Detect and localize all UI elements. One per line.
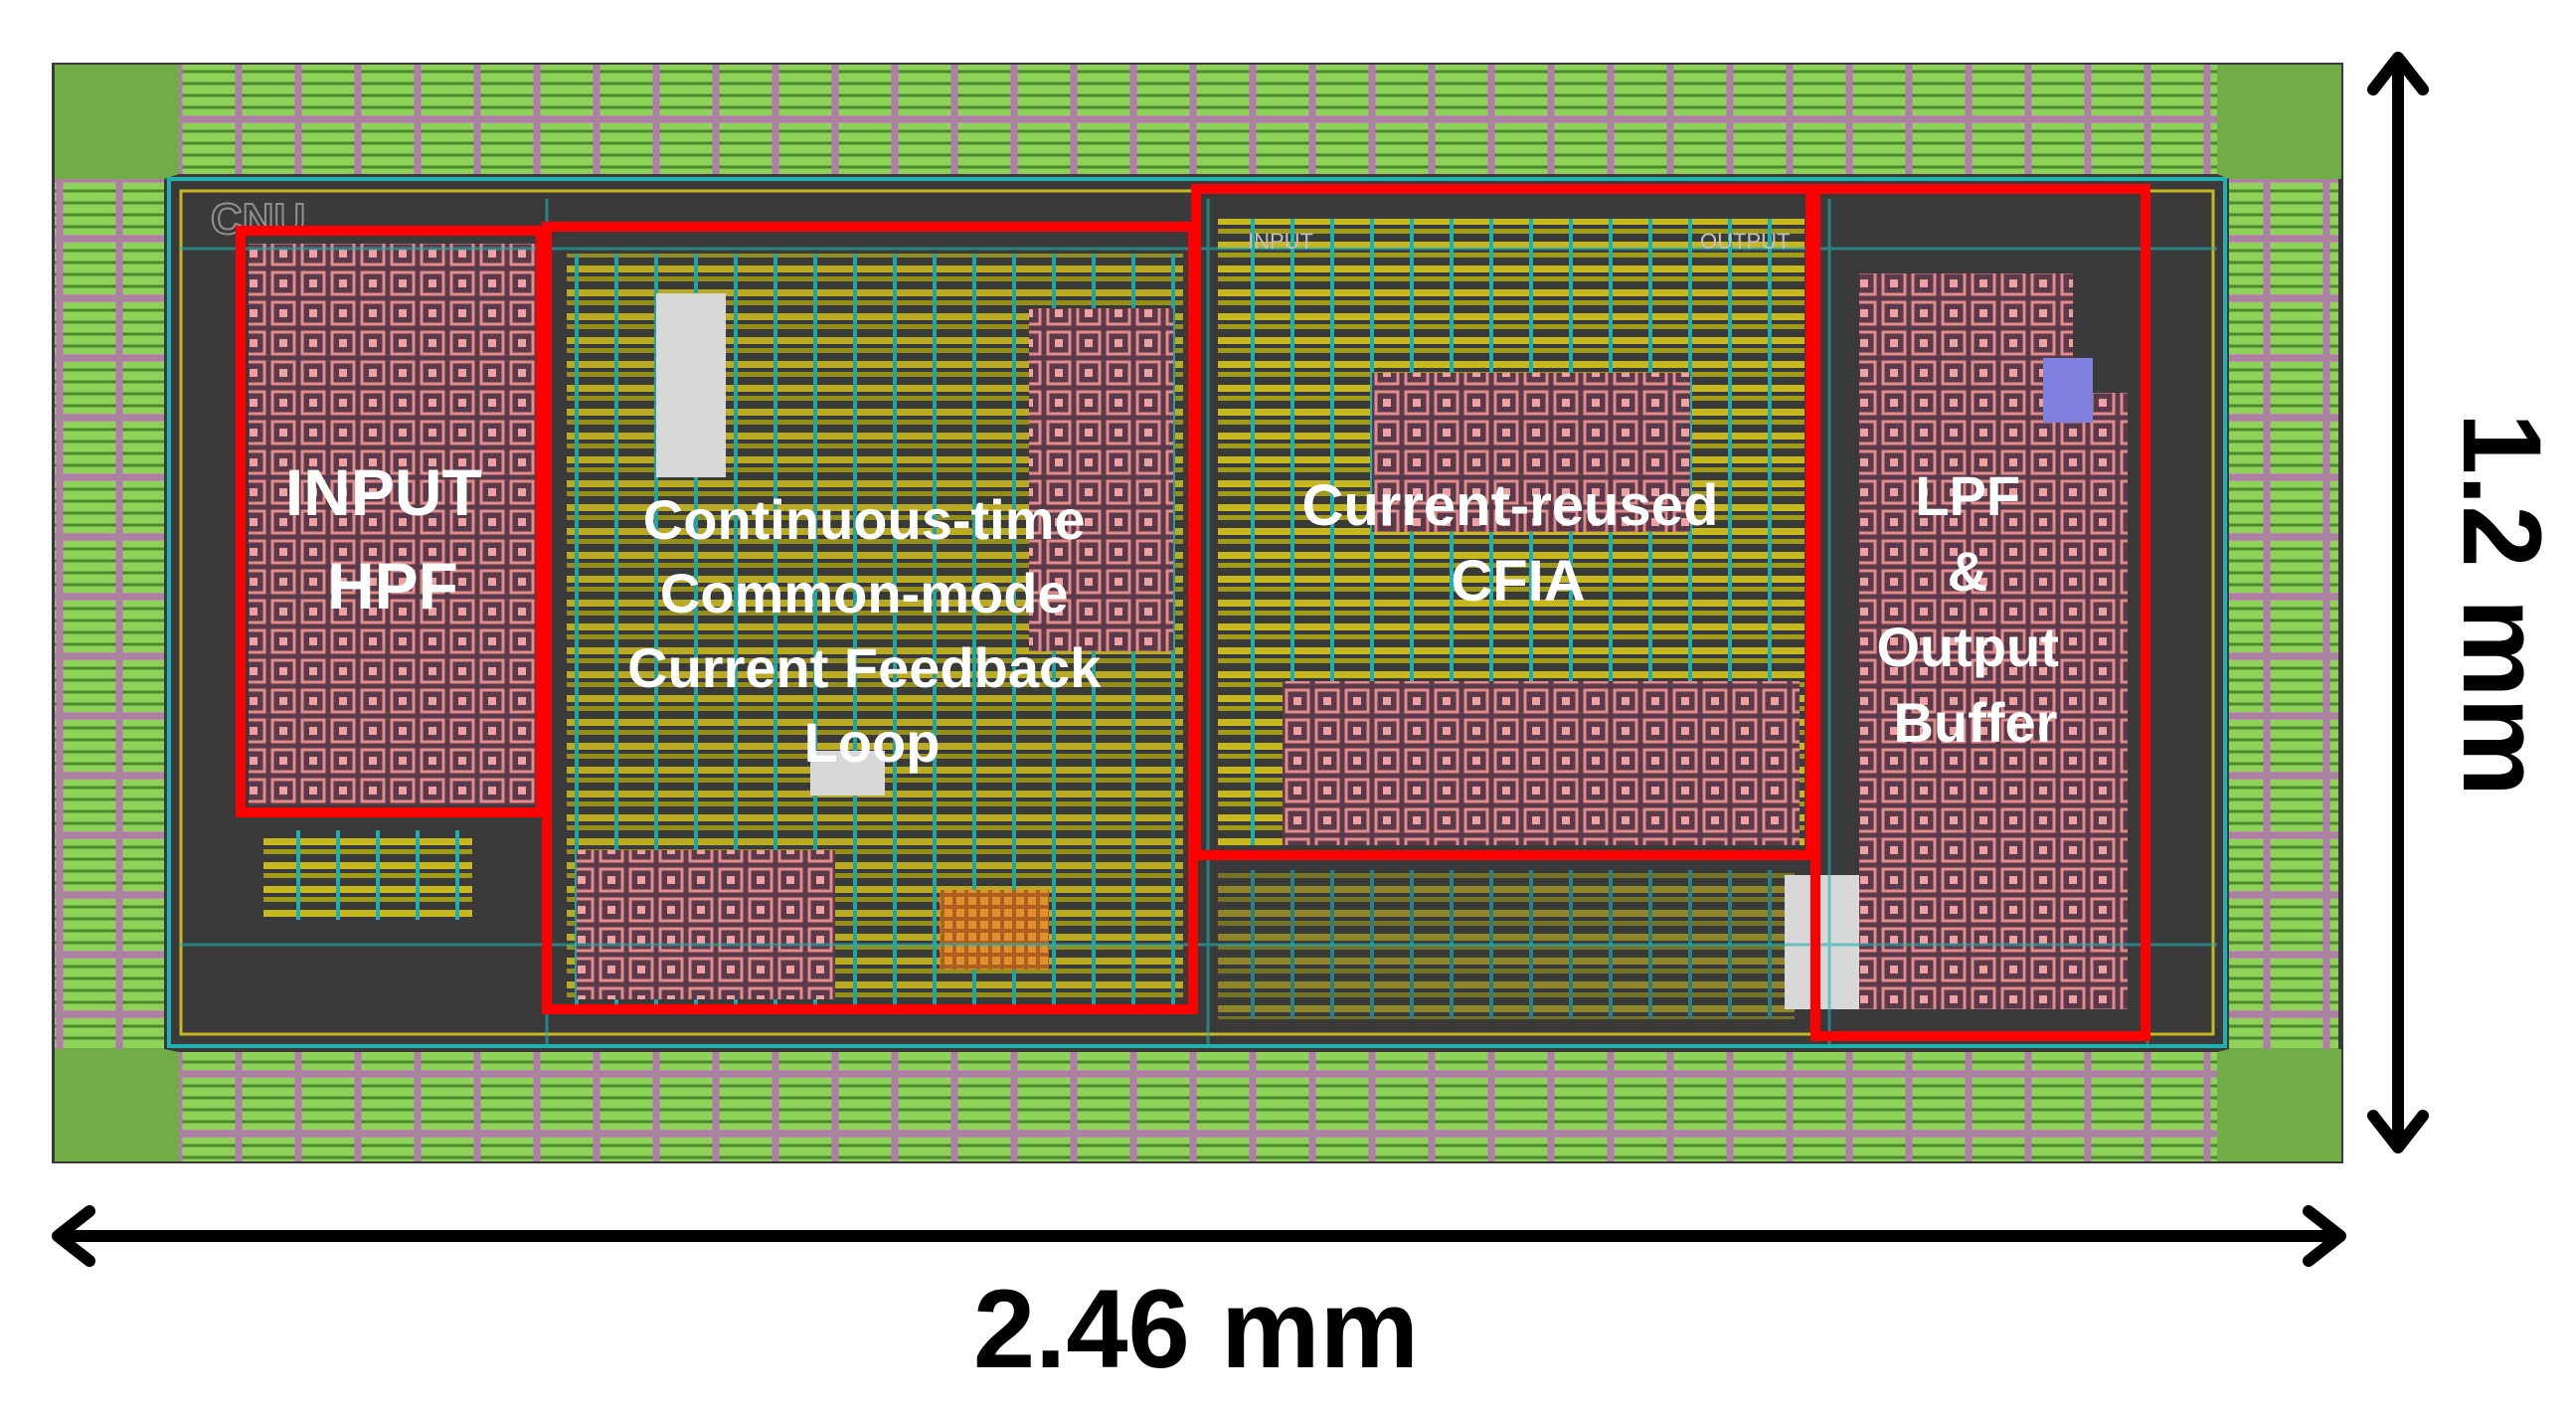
lpf-cap bbox=[2043, 358, 2093, 423]
layout-logo: CNU bbox=[211, 195, 305, 244]
cmfb-orange-cell bbox=[940, 890, 1049, 970]
height-label: 1.2 mm bbox=[2440, 413, 2564, 796]
width-dimension bbox=[52, 1205, 2346, 1267]
arrow-down-head bbox=[2367, 1110, 2429, 1153]
bias-cell bbox=[263, 830, 472, 920]
cmfb-label: Continuous-time Common-mode Current Feed… bbox=[627, 488, 1116, 774]
cfia-matrix-right bbox=[1556, 373, 1690, 532]
lpf-label-line: & bbox=[1948, 540, 1987, 603]
corner-pad-br bbox=[2217, 1049, 2341, 1161]
corner-pad-bl bbox=[55, 1049, 179, 1161]
height-dimension bbox=[2367, 52, 2429, 1153]
hpf-label-line: INPUT bbox=[285, 455, 482, 529]
cmfb-matrix-bottom bbox=[577, 850, 835, 999]
core-ring bbox=[167, 177, 2227, 1048]
pad-ring-bottom bbox=[179, 1052, 2217, 1161]
corner-pad-tl bbox=[55, 65, 179, 179]
hpf-label-line: HPF bbox=[327, 549, 458, 622]
cmfb-label-line: Loop bbox=[804, 711, 941, 774]
arrow-left-head bbox=[52, 1205, 95, 1267]
lpf-label-line: LPF bbox=[1915, 464, 2020, 527]
pad-ring-left bbox=[55, 179, 164, 1049]
width-label: 2.46 mm bbox=[973, 1267, 1419, 1391]
corner-pad-tr bbox=[2217, 65, 2341, 179]
arrow-right-head bbox=[2303, 1205, 2346, 1267]
pad-ring-top bbox=[179, 65, 2217, 174]
hpf-outline bbox=[236, 226, 546, 817]
output-cap bbox=[1785, 875, 1864, 1009]
lpf-label: LPF & Output Buffer bbox=[1876, 464, 2074, 754]
layout-input-label: INPUT bbox=[1248, 229, 1313, 254]
cmfb-capacitor bbox=[656, 293, 726, 477]
cmfb-label-line: Continuous-time bbox=[643, 488, 1086, 551]
cmfb-label-line: Common-mode bbox=[660, 562, 1069, 624]
cmfb-label-line: Current Feedback bbox=[627, 636, 1102, 699]
cfia-label: Current-reused CFIA bbox=[1301, 473, 1734, 614]
pad-ring-right bbox=[2229, 179, 2338, 1049]
hpf-matrix bbox=[249, 244, 537, 805]
cmfb-small-cap bbox=[810, 751, 885, 796]
cfia-label-line: Current-reused bbox=[1301, 473, 1718, 538]
lpf-matrix bbox=[1859, 393, 2128, 1009]
layout-output-label: OUTPUT bbox=[1700, 229, 1790, 254]
cmfb-matrix-right bbox=[1029, 308, 1173, 651]
cfia-label-line: CFIA bbox=[1451, 549, 1585, 614]
cfia-matrix-left bbox=[1372, 373, 1556, 532]
arrow-up-head bbox=[2367, 52, 2429, 95]
block-outlines bbox=[236, 184, 2150, 1041]
lpf-outline bbox=[1810, 184, 2150, 1041]
cfia-matrix-bottom bbox=[1283, 681, 1800, 845]
lpf-label-line: Output bbox=[1876, 616, 2058, 678]
lpf-label-line: Buffer bbox=[1894, 691, 2058, 754]
hpf-label: INPUT HPF bbox=[285, 455, 500, 622]
lpf-matrix-top bbox=[1859, 273, 2073, 393]
block-labels: INPUT HPF Continuous-time Common-mode Cu… bbox=[285, 455, 2074, 774]
